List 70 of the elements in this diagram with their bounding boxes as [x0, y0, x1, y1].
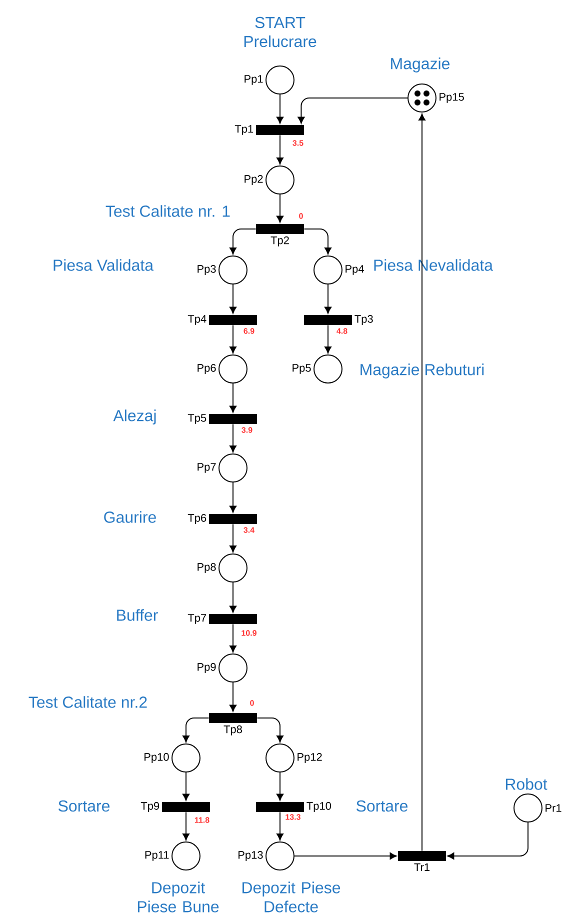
node-label: Pp12: [298, 753, 322, 763]
arrow: [230, 228, 256, 254]
transition-bar: Tr1: [398, 851, 446, 871]
delay-value: 3.5: [292, 140, 304, 146]
delay-value: 0: [299, 213, 303, 219]
arrow: [230, 682, 236, 712]
arrow: [230, 482, 236, 513]
transition-bar: Tp6: [188, 514, 257, 524]
arrow: [230, 582, 236, 613]
arrow: [230, 284, 236, 314]
arrow: [182, 812, 190, 840]
place-name: Buffer: [117, 609, 158, 621]
arrow: [230, 383, 236, 413]
arrow: [324, 324, 332, 354]
node-label: Pp10: [144, 753, 169, 763]
arrow: [230, 424, 236, 452]
delay-value: 0: [250, 700, 254, 706]
place-name: Test Calitate nr.2: [28, 696, 147, 708]
node-label: Pp3: [198, 265, 216, 275]
place-name: Depozit Piese Bune: [138, 882, 219, 912]
place-name: Gaurire: [104, 511, 156, 523]
place-name: Magazie: [391, 58, 450, 72]
arrow: [256, 718, 284, 742]
node-label: Pp9: [198, 663, 216, 673]
arrow: [182, 772, 190, 801]
arrow: [276, 772, 284, 801]
arrow: [324, 284, 332, 314]
place-name: Alezaj: [113, 410, 156, 424]
arrow: [276, 194, 284, 223]
place-name: Magazie Rebuturi: [360, 364, 484, 378]
delay-value: 13.3: [286, 814, 300, 820]
node-label: Pp8: [198, 563, 216, 573]
arrow: [294, 852, 397, 860]
delay-value: 6.9: [244, 328, 254, 334]
node-label: Pp6: [198, 364, 216, 374]
transition-bar: Tp9: [140, 802, 210, 812]
delay-value: 4.8: [336, 328, 348, 334]
transition-bar: Tp8: [209, 713, 257, 736]
arrow: [418, 114, 426, 852]
arrow: [447, 822, 528, 860]
delay-value: 3.9: [242, 427, 252, 433]
place-name: Robot: [506, 778, 548, 790]
transition-bar: Tp2: [256, 224, 304, 246]
arrow: [276, 94, 284, 124]
place-name: Sortare: [356, 800, 408, 812]
arrow: [276, 812, 284, 840]
arrow: [304, 228, 332, 254]
delay-value: 11.8: [194, 817, 210, 823]
delay-value: 10.9: [242, 630, 256, 636]
state-name: Piesa Validata: [54, 259, 154, 271]
transition-bar: Tp1: [234, 125, 304, 135]
arrow: [298, 98, 408, 124]
node-label: Pp2: [244, 175, 263, 185]
arrow: [230, 324, 236, 354]
place-name: Depozit Piese Defecte: [242, 882, 340, 912]
transition-bar: Tp10: [256, 802, 332, 812]
arrow: [230, 524, 236, 552]
transition-bar: Tp7: [188, 614, 257, 624]
arrow: [276, 134, 284, 164]
place-name: Sortare: [58, 800, 110, 812]
transition-bar: Tp4: [188, 315, 257, 325]
place-name: Test Calitate nr. 1: [106, 205, 230, 217]
node-label: Tr1: [414, 863, 430, 871]
transition-bar: Tp5: [188, 414, 257, 424]
transition-bar: Tp3: [304, 315, 373, 325]
place-name: START Prelucrare: [244, 16, 316, 48]
node-label: Pp7: [198, 463, 216, 473]
arrow: [230, 624, 236, 652]
delay-value: 3.4: [244, 527, 255, 533]
arrow: [182, 718, 210, 742]
